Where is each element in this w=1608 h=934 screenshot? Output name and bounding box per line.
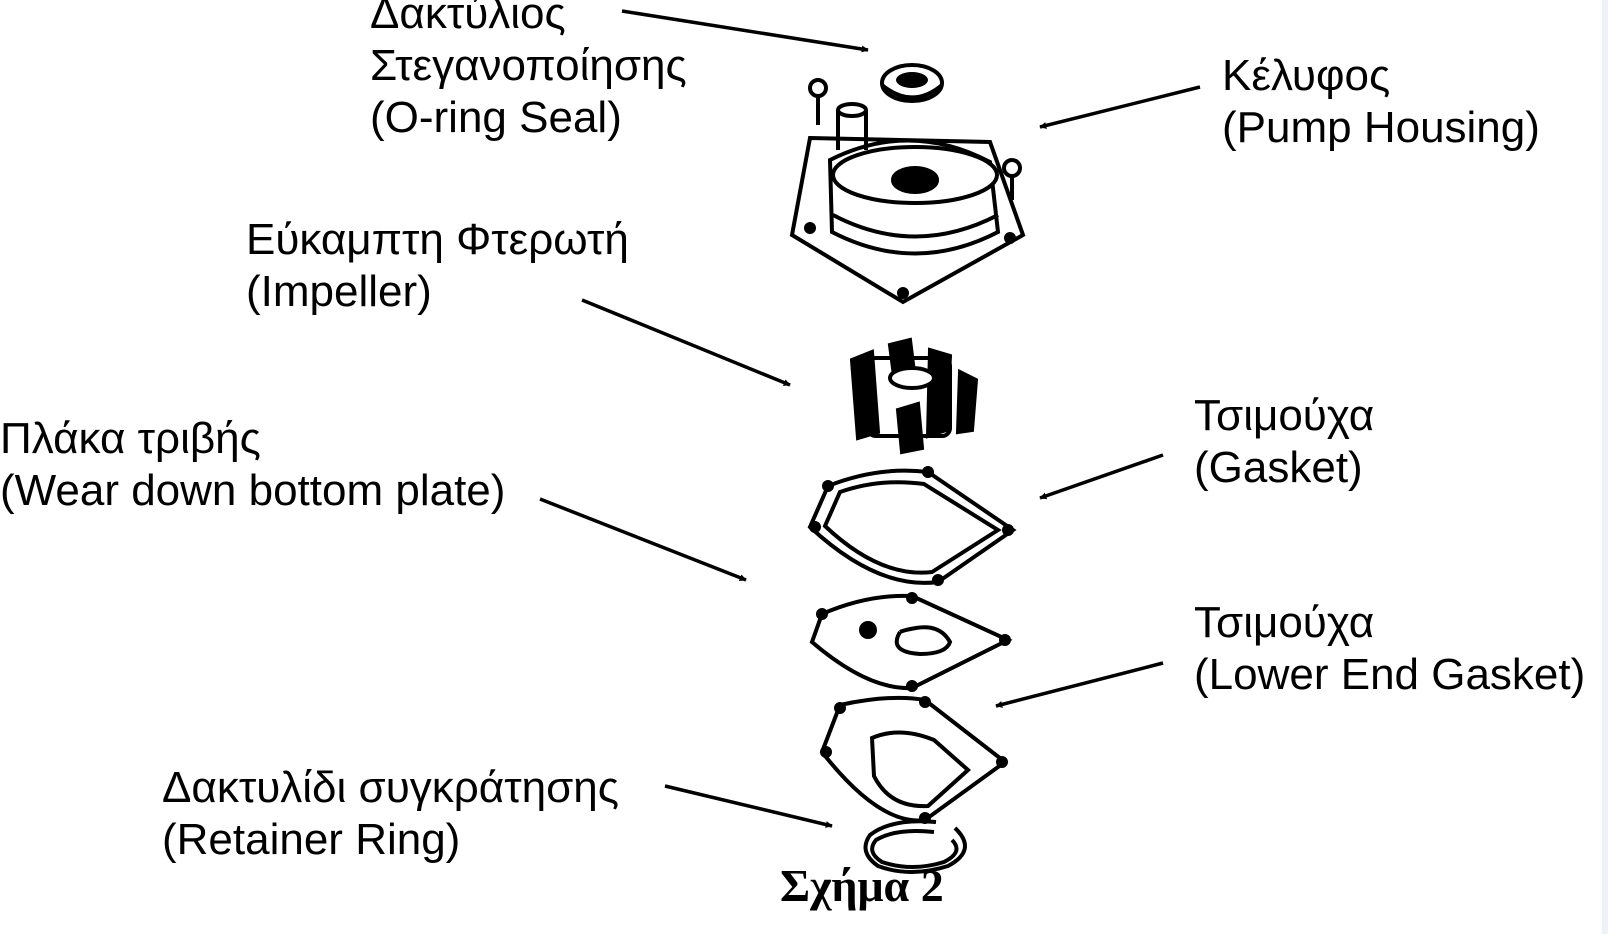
right-edge-strip (1602, 0, 1608, 934)
pump-housing-arrow (1039, 85, 1201, 129)
gasket-label-greek: Τσιμούχα (1194, 391, 1375, 440)
lower-end-gasket-label-greek: Τσιμούχα (1194, 598, 1375, 647)
impeller-part (849, 337, 979, 455)
impeller-label: Εύκαμπτη Φτερωτή (Impeller) (246, 214, 629, 318)
oring-seal-arrow (621, 9, 869, 53)
retainer-ring-part (863, 819, 967, 874)
wear-plate-arrow (539, 497, 747, 582)
lower-end-gasket-label: Τσιμούχα (Lower End Gasket) (1194, 597, 1585, 701)
pump-housing-label: Κέλυφος (Pump Housing) (1222, 50, 1540, 154)
lower-end-gasket-label-english: (Lower End Gasket) (1194, 650, 1586, 699)
wear-plate-part (809, 592, 1013, 692)
oring-seal-label-greek-1: Δακτύλιος (370, 0, 566, 38)
retainer-ring-label: Δακτυλίδι συγκράτησης (Retainer Ring) (162, 762, 619, 866)
gasket-arrow (1039, 453, 1164, 500)
pump-housing-part (789, 78, 1026, 305)
figure-caption: Σχήμα 2 (780, 860, 944, 911)
gasket-label-english: (Gasket) (1194, 443, 1363, 492)
wear-plate-label-greek: Πλάκα τριβής (0, 414, 261, 463)
impeller-label-english: (Impeller) (246, 267, 432, 316)
impeller-label-greek: Εύκαμπτη Φτερωτή (246, 215, 629, 264)
gasket-part (807, 466, 1017, 586)
pump-housing-label-greek: Κέλυφος (1222, 51, 1391, 100)
retainer-ring-label-english: (Retainer Ring) (162, 815, 461, 864)
gasket-label: Τσιμούχα (Gasket) (1194, 390, 1374, 494)
oring-seal-label-english: (O-ring Seal) (370, 93, 622, 142)
retainer-ring-arrow (664, 784, 833, 828)
oring-seal-part (880, 63, 944, 103)
wear-plate-label-english: (Wear down bottom plate) (0, 466, 506, 515)
lower-end-gasket-part (819, 695, 1009, 824)
oring-seal-label: Δακτύλιος Στεγανοποίησης (O-ring Seal) (370, 0, 687, 144)
oring-seal-label-greek-2: Στεγανοποίησης (370, 41, 687, 90)
impeller-arrow (581, 298, 791, 387)
retainer-ring-label-greek: Δακτυλίδι συγκράτησης (162, 763, 619, 812)
wear-plate-label: Πλάκα τριβής (Wear down bottom plate) (0, 413, 505, 517)
pump-housing-label-english: (Pump Housing) (1222, 103, 1540, 152)
lower-end-gasket-arrow (995, 661, 1164, 708)
